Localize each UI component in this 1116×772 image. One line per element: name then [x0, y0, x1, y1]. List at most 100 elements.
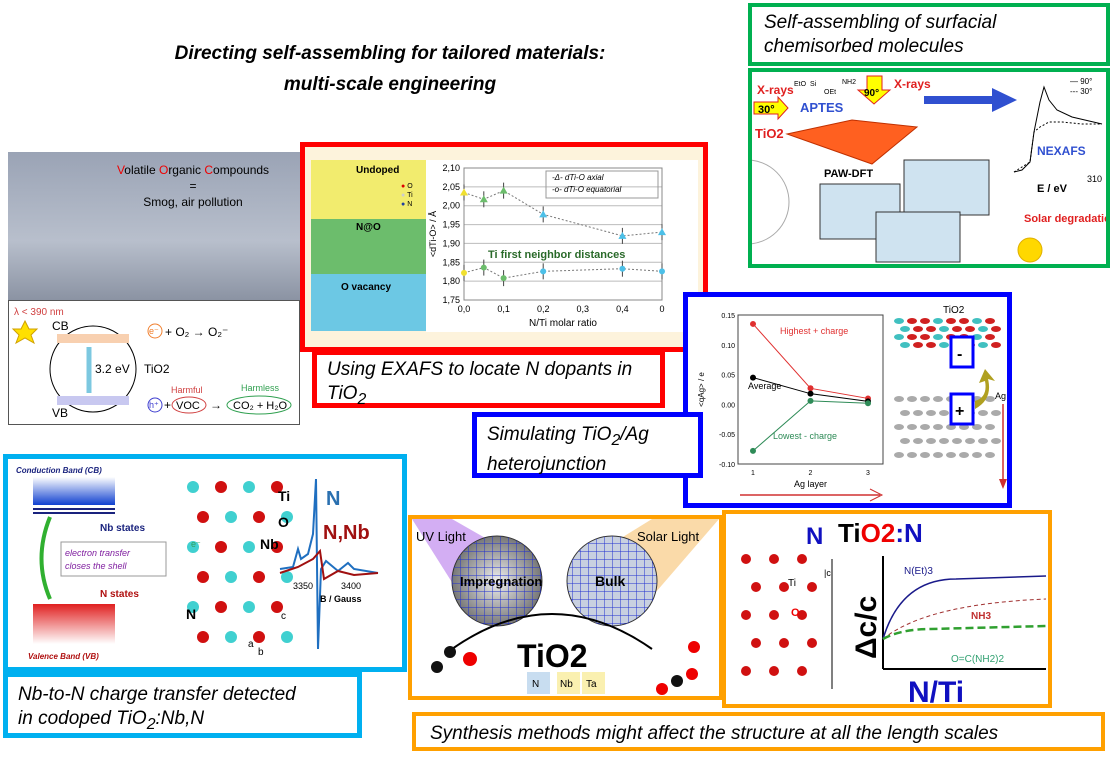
vb-band — [57, 396, 129, 405]
element-ta — [582, 672, 605, 694]
atom — [215, 601, 227, 613]
atom — [215, 481, 227, 493]
photocatalysis-diagram: λ < 390 nm CB VB 3.2 eV TiO2 e⁻ + O₂ → O… — [8, 300, 300, 425]
atom — [900, 326, 910, 332]
transfer-note-2: closes the shell — [65, 561, 128, 571]
epr-n-spectrum — [279, 478, 379, 650]
atom — [965, 326, 975, 332]
epr-nnb-spectrum — [279, 548, 379, 581]
ethanol-c2 — [444, 646, 456, 658]
y-tick-label: -0.05 — [719, 432, 735, 439]
data-point — [540, 268, 547, 275]
tio2-label: TiO2 — [144, 362, 170, 376]
anatase-cell — [741, 554, 817, 676]
y-tick-label: 2,00 — [442, 201, 460, 211]
legend-box — [545, 170, 659, 199]
ag-atom — [972, 452, 982, 458]
ag-atom — [913, 438, 923, 444]
cb-label: Conduction Band (CB) — [16, 466, 102, 475]
atom — [741, 554, 751, 564]
tick-3350: 3350 — [293, 581, 313, 591]
y-tick-label: -0.10 — [719, 462, 735, 469]
legend-90: — 90° — [1070, 77, 1092, 86]
atom — [991, 326, 1001, 332]
ag-atom — [913, 410, 923, 416]
nexafs-30-curve — [1013, 121, 1102, 173]
y-tick-label: 0.00 — [721, 402, 735, 409]
plot-frame — [737, 314, 884, 465]
electron-circle — [147, 323, 163, 339]
atom — [985, 318, 995, 324]
hole-circle — [147, 397, 163, 413]
tick-310: 310 — [1087, 174, 1102, 184]
series-label: Lowest - charge — [773, 431, 837, 441]
nh3-curve — [882, 598, 1047, 640]
atom — [769, 610, 779, 620]
cb-label: CB — [52, 319, 69, 333]
ag-atom — [900, 410, 910, 416]
atom — [972, 318, 982, 324]
voc-label: VOC — [176, 400, 200, 412]
title-n: :N — [895, 518, 922, 548]
atom — [959, 318, 969, 324]
v-letter: V — [116, 163, 125, 177]
plus-sign: + — [955, 403, 964, 420]
data-point — [460, 188, 468, 196]
data-point — [619, 265, 626, 272]
axis-c: c — [281, 611, 286, 622]
x-tick-label: 1 — [751, 470, 755, 477]
atom — [253, 511, 265, 523]
o-label: O — [791, 607, 800, 619]
ag-atom — [978, 410, 988, 416]
legend-entry: -o- dTi-O equatorial — [552, 185, 622, 194]
y-tick-label: 1,90 — [442, 238, 460, 248]
y-tick-label: 1,80 — [442, 276, 460, 286]
atom — [751, 638, 761, 648]
y-tick-label: 0.05 — [721, 373, 735, 380]
aptes-si: Si — [810, 81, 817, 88]
ag-atom — [920, 424, 930, 430]
atom — [281, 571, 293, 583]
atom — [946, 318, 956, 324]
atom — [281, 511, 293, 523]
c-axis-label: |c| — [824, 568, 833, 578]
nexafs-label: NEXAFS — [1037, 144, 1086, 158]
atom — [197, 631, 209, 643]
caption-text: Synthesis methods might affect the struc… — [430, 723, 999, 744]
element-nb — [557, 672, 580, 694]
band-gap-label: 3.2 eV — [95, 362, 130, 376]
xrays-right-label: X-rays — [894, 77, 931, 91]
caption-subscript: 2 — [611, 431, 621, 449]
ag-atom — [985, 396, 995, 402]
tio2-label: TiO2 — [755, 126, 784, 141]
transfer-arrow-icon — [39, 516, 52, 600]
dft-snapshot-2 — [903, 159, 990, 216]
n-states-label: N states — [100, 589, 139, 600]
x-tick-label: 0 — [659, 304, 664, 314]
atom — [281, 631, 293, 643]
x-tick-label: 0,3 — [577, 304, 590, 314]
codoping-figure: Conduction Band (CB) Nb states electron … — [3, 454, 407, 672]
o-label: O — [278, 514, 289, 530]
ag-atom — [894, 452, 904, 458]
n-at-o-structure: N@O — [311, 219, 426, 274]
voc-oval — [171, 396, 207, 414]
series-label: Highest + charge — [780, 326, 848, 336]
smog-photo: Volatile Organic Compounds = Smog, air p… — [8, 152, 300, 300]
solar-light-label: Solar Light — [637, 529, 700, 544]
voc-word1: olatile — [124, 163, 159, 177]
ag-atom — [907, 396, 917, 402]
ethanol-molecule — [431, 661, 443, 673]
ag-atom — [907, 452, 917, 458]
net3-label: N(Et)3 — [904, 566, 933, 577]
nh3-label: NH3 — [971, 611, 991, 622]
bulk-grid — [567, 536, 657, 626]
harmless-label: Harmless — [241, 383, 280, 393]
harmful-label: Harmful — [171, 385, 203, 395]
epr-nnb-label: N,Nb — [323, 522, 370, 544]
wavelength-label: λ < 390 nm — [14, 307, 64, 318]
nb-states-label: Nb states — [100, 523, 145, 534]
ethanol-o — [463, 652, 477, 666]
atom — [197, 511, 209, 523]
